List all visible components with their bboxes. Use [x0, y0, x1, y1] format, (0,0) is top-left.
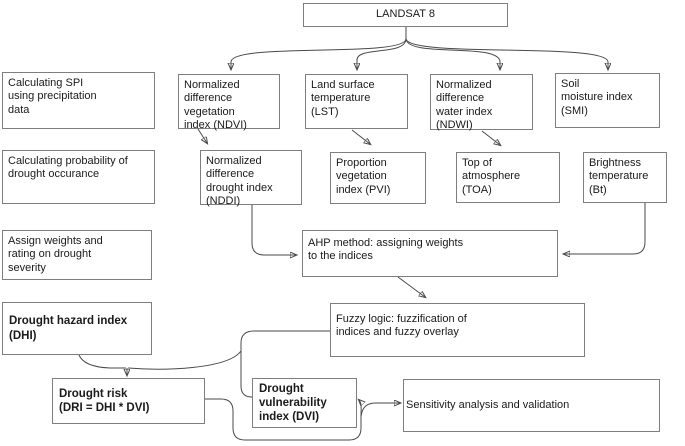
node-lst: Land surface temperature (LST)	[305, 74, 408, 129]
connector-lst-pvi	[351, 129, 370, 144]
connector-landsat-ndwi	[405, 38, 500, 69]
node-pvi-label: Proportion vegetation index (PVI)	[336, 157, 391, 196]
connector-fuzzyline-merge	[127, 350, 242, 370]
node-drought-probability: Calculating probability of drought occur…	[2, 150, 155, 204]
node-landsat-8-label: LANDSAT 8	[376, 8, 435, 21]
node-drought-probability-label: Calculating probability of drought occur…	[8, 155, 128, 181]
node-assign-weights-label: Assign weights and rating on drought sev…	[8, 235, 103, 274]
node-ahp-method: AHP method: assigning weights to the ind…	[302, 230, 558, 277]
node-sensitivity-analysis: Sensitivity analysis and validation	[403, 379, 660, 432]
node-drought-risk: Drought risk (DRI = DHI * DVI)	[52, 378, 205, 424]
connector-dhi-merge	[78, 354, 126, 369]
node-ndvi: Normalized difference vegetation index (…	[178, 74, 280, 131]
node-calculating-spi-label: Calculating SPI using precipitation data	[8, 77, 97, 116]
node-drought-risk-label: Drought risk (DRI = DHI * DVI)	[59, 387, 150, 414]
connector-landsat-ndvi	[231, 38, 407, 69]
node-drought-hazard-index-label: Drought hazard index (DHI)	[9, 315, 128, 342]
node-landsat-8: LANDSAT 8	[303, 3, 508, 27]
node-nddi: Normalized difference drought index (NDD…	[200, 150, 302, 207]
node-toa: Top of atmosphere (TOA)	[456, 152, 560, 203]
connector-bt-ahp	[564, 203, 646, 254]
node-drought-vulnerability-index: Drought vulnerability index (DVI)	[252, 378, 357, 428]
node-nddi-label: Normalized difference drought index (NDD…	[206, 155, 273, 208]
connector-fork-sensitivity	[360, 403, 400, 418]
node-fuzzy-logic: Fuzzy logic: fuzzification of indices an…	[330, 303, 585, 357]
node-smi-label: Soil moisture index (SMI)	[561, 78, 633, 117]
node-smi: Soil moisture index (SMI)	[555, 73, 660, 128]
node-pvi: Proportion vegetation index (PVI)	[330, 152, 426, 204]
connector-fork-dvi	[359, 400, 361, 418]
node-ndwi: Normalized difference water index (NDWI)	[430, 74, 533, 132]
connector-nddi-ahp	[251, 205, 296, 255]
node-assign-weights: Assign weights and rating on drought sev…	[2, 230, 152, 280]
connector-landsat-lst	[357, 38, 407, 69]
node-brightness-temperature: Brightness temperature (Bt)	[583, 152, 667, 203]
node-sensitivity-analysis-label: Sensitivity analysis and validation	[406, 398, 570, 411]
connector-risk-trunk	[205, 398, 362, 441]
node-toa-label: Top of atmosphere (TOA)	[462, 157, 521, 196]
node-ndwi-label: Normalized difference water index (NDWI)	[436, 79, 493, 132]
node-lst-label: Land surface temperature (LST)	[311, 79, 375, 118]
node-calculating-spi: Calculating SPI using precipitation data	[2, 72, 155, 129]
connector-ndvi-nddi	[197, 128, 207, 143]
connector-landsat-smi	[405, 38, 608, 69]
node-drought-hazard-index: Drought hazard index (DHI)	[2, 302, 152, 355]
node-drought-vulnerability-index-label: Drought vulnerability index (DVI)	[259, 382, 327, 423]
node-fuzzy-logic-label: Fuzzy logic: fuzzification of indices an…	[336, 313, 467, 339]
connector-fuzzy-dvi	[240, 330, 330, 398]
node-ndvi-label: Normalized difference vegetation index (…	[184, 79, 247, 132]
connector-ahp-fuzzy	[397, 276, 425, 297]
connector-ndwi-toa	[481, 130, 500, 145]
node-ahp-method-label: AHP method: assigning weights to the ind…	[308, 237, 464, 263]
node-brightness-temperature-label: Brightness temperature (Bt)	[589, 157, 649, 196]
